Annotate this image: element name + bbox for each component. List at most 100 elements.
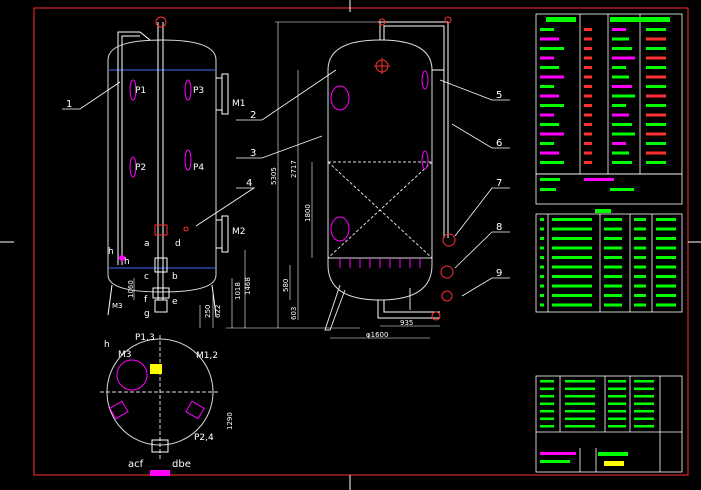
table-text-bar [612,75,629,79]
table-text-bar [610,17,670,22]
callout-1: 1 [66,99,72,110]
table-text-bar [540,94,559,98]
right-sight-glasses [330,70,429,242]
table-text-bar [584,28,592,31]
dim-1290: 1290 [226,412,234,430]
table-text-bar [634,237,646,240]
table-text-bar [608,402,626,405]
dim-1060: 1060 [127,280,135,298]
table-text-bar [634,387,654,390]
table-text-bar [540,227,544,231]
table-text-bar [552,227,592,231]
table-text-bar [540,425,554,428]
dim-5305: 5305 [270,167,278,185]
table-text-bar [634,265,646,269]
dim-935: 935 [400,319,413,327]
label-m12: M1,2 [196,351,218,361]
table-text-bar [540,104,564,107]
table-text-bar [540,284,544,288]
letter-h-inner: h [124,257,130,267]
table-bars [540,17,676,466]
label-m3-plan: M3 [118,350,132,360]
table-text-bar [540,275,544,278]
dim-1600: φ1600 [366,331,388,339]
table-text-bar [612,113,629,117]
table-text-bar [565,410,595,413]
table-text-bar [584,161,592,164]
table-text-bar [608,380,626,383]
table-text-bar [646,104,666,107]
table-text-bar [656,284,676,288]
table-text-bar [608,410,626,413]
table-text-bar [540,75,564,79]
table-text-bar [540,178,560,181]
table-text-bar [612,94,635,98]
label-dbe: dbe [172,459,191,470]
table-text-bar [552,275,592,278]
table-text-bar [540,113,554,117]
table-text-bar [540,218,544,221]
table-text-bar [540,161,564,164]
table-text-bar [540,395,554,398]
table-text-bar [646,28,666,31]
plan-view [100,335,220,476]
table-text-bar [604,294,622,297]
table-text-bar [584,142,592,145]
table-text-bar [646,85,666,88]
table-text-bar [540,188,556,191]
table-text-bar [656,227,676,231]
right-nozzle-row [339,258,421,268]
table-text-bar [540,417,554,420]
table-text-bar [656,218,676,221]
table-text-bar [612,161,632,164]
left-vessel [107,22,217,316]
dim-622: 622 [214,305,222,318]
table-text-bar [540,452,576,455]
table-text-bar [612,85,632,88]
table-text-bar [656,256,676,259]
table-text-bar [540,387,554,390]
table-text-bar [646,37,666,41]
table-text-bar [604,246,622,250]
right-nozzles [374,16,456,321]
table-text-bar [608,387,626,390]
table-text-bar [608,425,626,428]
callout-7: 7 [496,178,502,189]
table-text-bar [604,461,624,466]
table-text-bar [656,265,676,269]
table-text-bar [634,402,654,405]
letter-b: b [172,272,178,282]
table-text-bar [584,178,614,181]
table-text-bar [634,284,646,288]
table-text-bar [565,425,595,428]
label-p13: P1,3 [135,333,155,343]
table-text-bar [546,17,576,22]
table-text-bar [552,265,592,269]
left-sight-glasses [129,79,192,178]
table-text-bar [552,303,592,307]
dim-603: 603 [290,307,298,320]
table-text-bar [634,410,654,413]
table-text-bar [608,417,626,420]
table-text-bar [646,113,666,117]
letter-e: e [172,297,178,307]
table-text-bar [584,85,592,88]
letter-f: f [144,295,148,305]
table-text-bar [540,142,554,145]
table-text-bar [540,28,554,31]
table-text-bar [646,56,666,60]
table-text-bar [540,37,559,41]
letter-h-left: h [108,247,114,257]
label-p2: P2 [135,163,146,173]
table-text-bar [634,303,646,307]
table-text-bar [540,47,564,50]
letter-g: g [144,309,150,319]
table-text-bar [604,284,622,288]
callout-4: 4 [246,178,252,189]
table-text-bar [552,256,592,259]
table-text-bar [598,452,628,456]
table-text-bar [612,132,635,136]
table-text-bar [540,132,564,136]
table-text-bar [634,425,654,428]
